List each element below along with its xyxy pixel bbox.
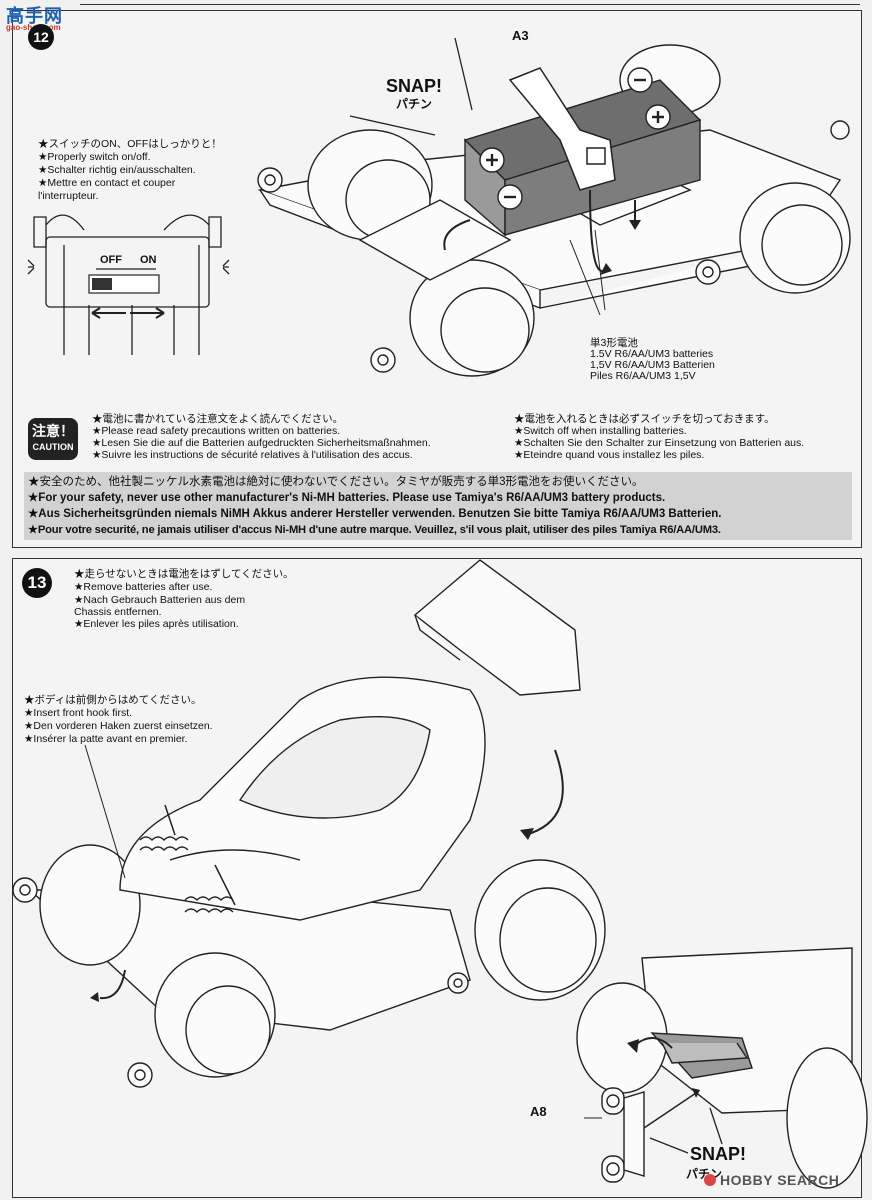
- caution-en-label: CAUTION: [32, 442, 74, 452]
- warning-line: ★Aus Sicherheitsgründen niemals NiMH Akk…: [28, 508, 722, 520]
- caution-right-line: ★Switch off when installing batteries.: [514, 425, 687, 437]
- caution-right-line: ★Eteindre quand vous installez les piles…: [514, 449, 705, 461]
- snap-rays-13: [649, 1107, 723, 1154]
- caution-left-line: ★Suivre les instructions de sécurité rel…: [92, 449, 413, 461]
- snap-label: SNAP!: [386, 76, 443, 96]
- switch-on-label: ON: [140, 254, 157, 266]
- remove-note-line: ★Remove batteries after use.: [74, 581, 213, 593]
- switch-note-line: ★Schalter richtig ein/ausschalten.: [38, 164, 196, 176]
- watermark-logo: HOBBY SEARCH: [704, 1172, 839, 1188]
- a8-bumper-part: [584, 1087, 700, 1183]
- caution-left-line: ★電池に書かれている注意文をよく読んでください。: [92, 413, 344, 425]
- step-12-number: 12: [28, 24, 54, 50]
- site-logo-text: 高手网: [6, 6, 63, 26]
- warning-line: ★安全のため、他社製ニッケル水素電池は絶対に使わないでください。タミヤが販売する…: [28, 476, 644, 488]
- warning-line: ★For your safety, never use other manufa…: [28, 492, 666, 504]
- rear-bumper-inset: [576, 947, 868, 1189]
- car-body-illustration: [12, 559, 606, 1088]
- caution-badge: 注意！ CAUTION: [28, 418, 78, 460]
- remove-note-line: ★Enlever les piles après utilisation.: [74, 618, 239, 630]
- caution-right-line: ★Schalten Sie den Schalter zur Einsetzun…: [514, 437, 805, 449]
- front-hook-line: ★Insérer la patte avant en premier.: [24, 733, 188, 745]
- switch-note-line: ★スイッチのON、OFFはしっかりと！: [38, 138, 222, 150]
- caution-left-line: ★Please read safety precautions written …: [92, 425, 341, 437]
- watermark-text: HOBBY SEARCH: [720, 1172, 840, 1188]
- snap-jp-label: パチン: [396, 97, 433, 111]
- snap-label-13: SNAP!: [690, 1144, 747, 1164]
- chassis-battery-illustration: [257, 44, 851, 377]
- battery-note-line: Piles R6/AA/UM3 1,5V: [590, 370, 696, 382]
- switch-note-line: ★Mettre en contact et couper: [38, 177, 176, 189]
- remove-note-line: ★走らせないときは電池をはずしてください。: [74, 568, 294, 580]
- warning-line: ★Pour votre securité, ne jamais utiliser…: [28, 524, 721, 536]
- part-a3-label: A3: [512, 28, 529, 43]
- battery-note-line: 1.5V R6/AA/UM3 batteries: [590, 348, 714, 360]
- switch-diagram: [27, 214, 230, 355]
- front-hook-line: ★Den vorderen Haken zuerst einsetzen.: [24, 720, 213, 732]
- warning-bar: ★安全のため、他社製ニッケル水素電池は絶対に使わないでください。タミヤが販売する…: [24, 472, 852, 540]
- caution-left-line: ★Lesen Sie die auf die Batterien aufgedr…: [92, 437, 431, 449]
- front-hook-line: ★ボディは前側からはめてください。: [24, 694, 202, 706]
- battery-note-line: 1,5V R6/AA/UM3 Batterien: [590, 359, 715, 371]
- switch-note-line: ★Properly switch on/off.: [38, 151, 151, 163]
- caution-right-line: ★電池を入れるときは必ずスイッチを切っておきます。: [514, 413, 775, 425]
- part-a8-label: A8: [530, 1104, 547, 1119]
- top-border: [80, 0, 860, 5]
- watermark-icon: [704, 1174, 716, 1186]
- front-hook-line: ★Insert front hook first.: [24, 707, 133, 719]
- switch-off-label: OFF: [100, 254, 122, 266]
- switch-note-line: l'interrupteur.: [38, 190, 99, 202]
- remove-note-line: ★Nach Gebrauch Batterien aus dem: [74, 594, 246, 606]
- caution-jp-label: 注意！: [32, 423, 74, 439]
- battery-note-line: 単3形電池: [590, 337, 638, 349]
- remove-note-line: Chassis entfernen.: [74, 606, 162, 618]
- snap-rays: [349, 37, 473, 136]
- step-13-number: 13: [22, 568, 52, 598]
